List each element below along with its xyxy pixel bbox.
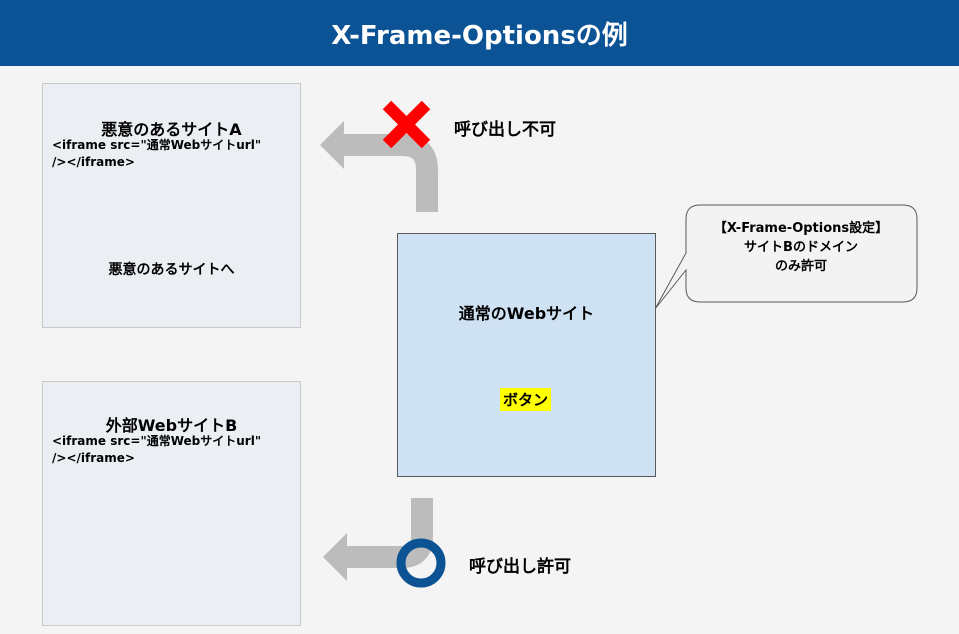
callout-text: 【X-Frame-Options設定】 サイトBのドメイン のみ許可 (687, 219, 915, 276)
normal-website-title: 通常のWebサイト (458, 304, 595, 323)
website-button[interactable]: ボタン (500, 388, 552, 411)
normal-website-box: 通常のWebサイト ボタン (397, 233, 656, 477)
callout-line3: のみ許可 (774, 259, 827, 274)
site-a-link[interactable]: 悪意のあるサイトへ (108, 262, 235, 278)
cross-icon (382, 100, 431, 149)
site-a-code-line1: <iframe src="通常Webサイトurl" (52, 138, 262, 152)
callout-line2: サイトBのドメイン (744, 240, 858, 255)
site-b-code-line2: /></iframe> (52, 451, 135, 465)
site-a-title: 悪意のあるサイトA (101, 120, 242, 139)
allowed-arrow (323, 498, 433, 581)
site-b-title: 外部WebサイトB (105, 416, 238, 435)
callout-line1: 【X-Frame-Options設定】 (713, 221, 889, 236)
callout-bubble (654, 204, 918, 310)
denied-label: 呼び出し不可 (454, 120, 556, 140)
denied-arrow (320, 121, 438, 212)
circle-icon (396, 538, 446, 588)
site-a-code: <iframe src="通常Webサイトurl" /></iframe> (52, 137, 294, 171)
site-b-code: <iframe src="通常Webサイトurl" /></iframe> (52, 433, 294, 467)
site-a-code-line2: /></iframe> (52, 155, 135, 169)
malicious-site-a-box: 悪意のあるサイトA <iframe src="通常Webサイトurl" /></… (42, 83, 301, 328)
allowed-label: 呼び出し許可 (469, 557, 571, 577)
page-title: X-Frame-Optionsの例 (0, 0, 959, 66)
site-b-code-line1: <iframe src="通常Webサイトurl" (52, 434, 262, 448)
external-site-b-box: 外部WebサイトB <iframe src="通常Webサイトurl" /></… (42, 381, 301, 626)
